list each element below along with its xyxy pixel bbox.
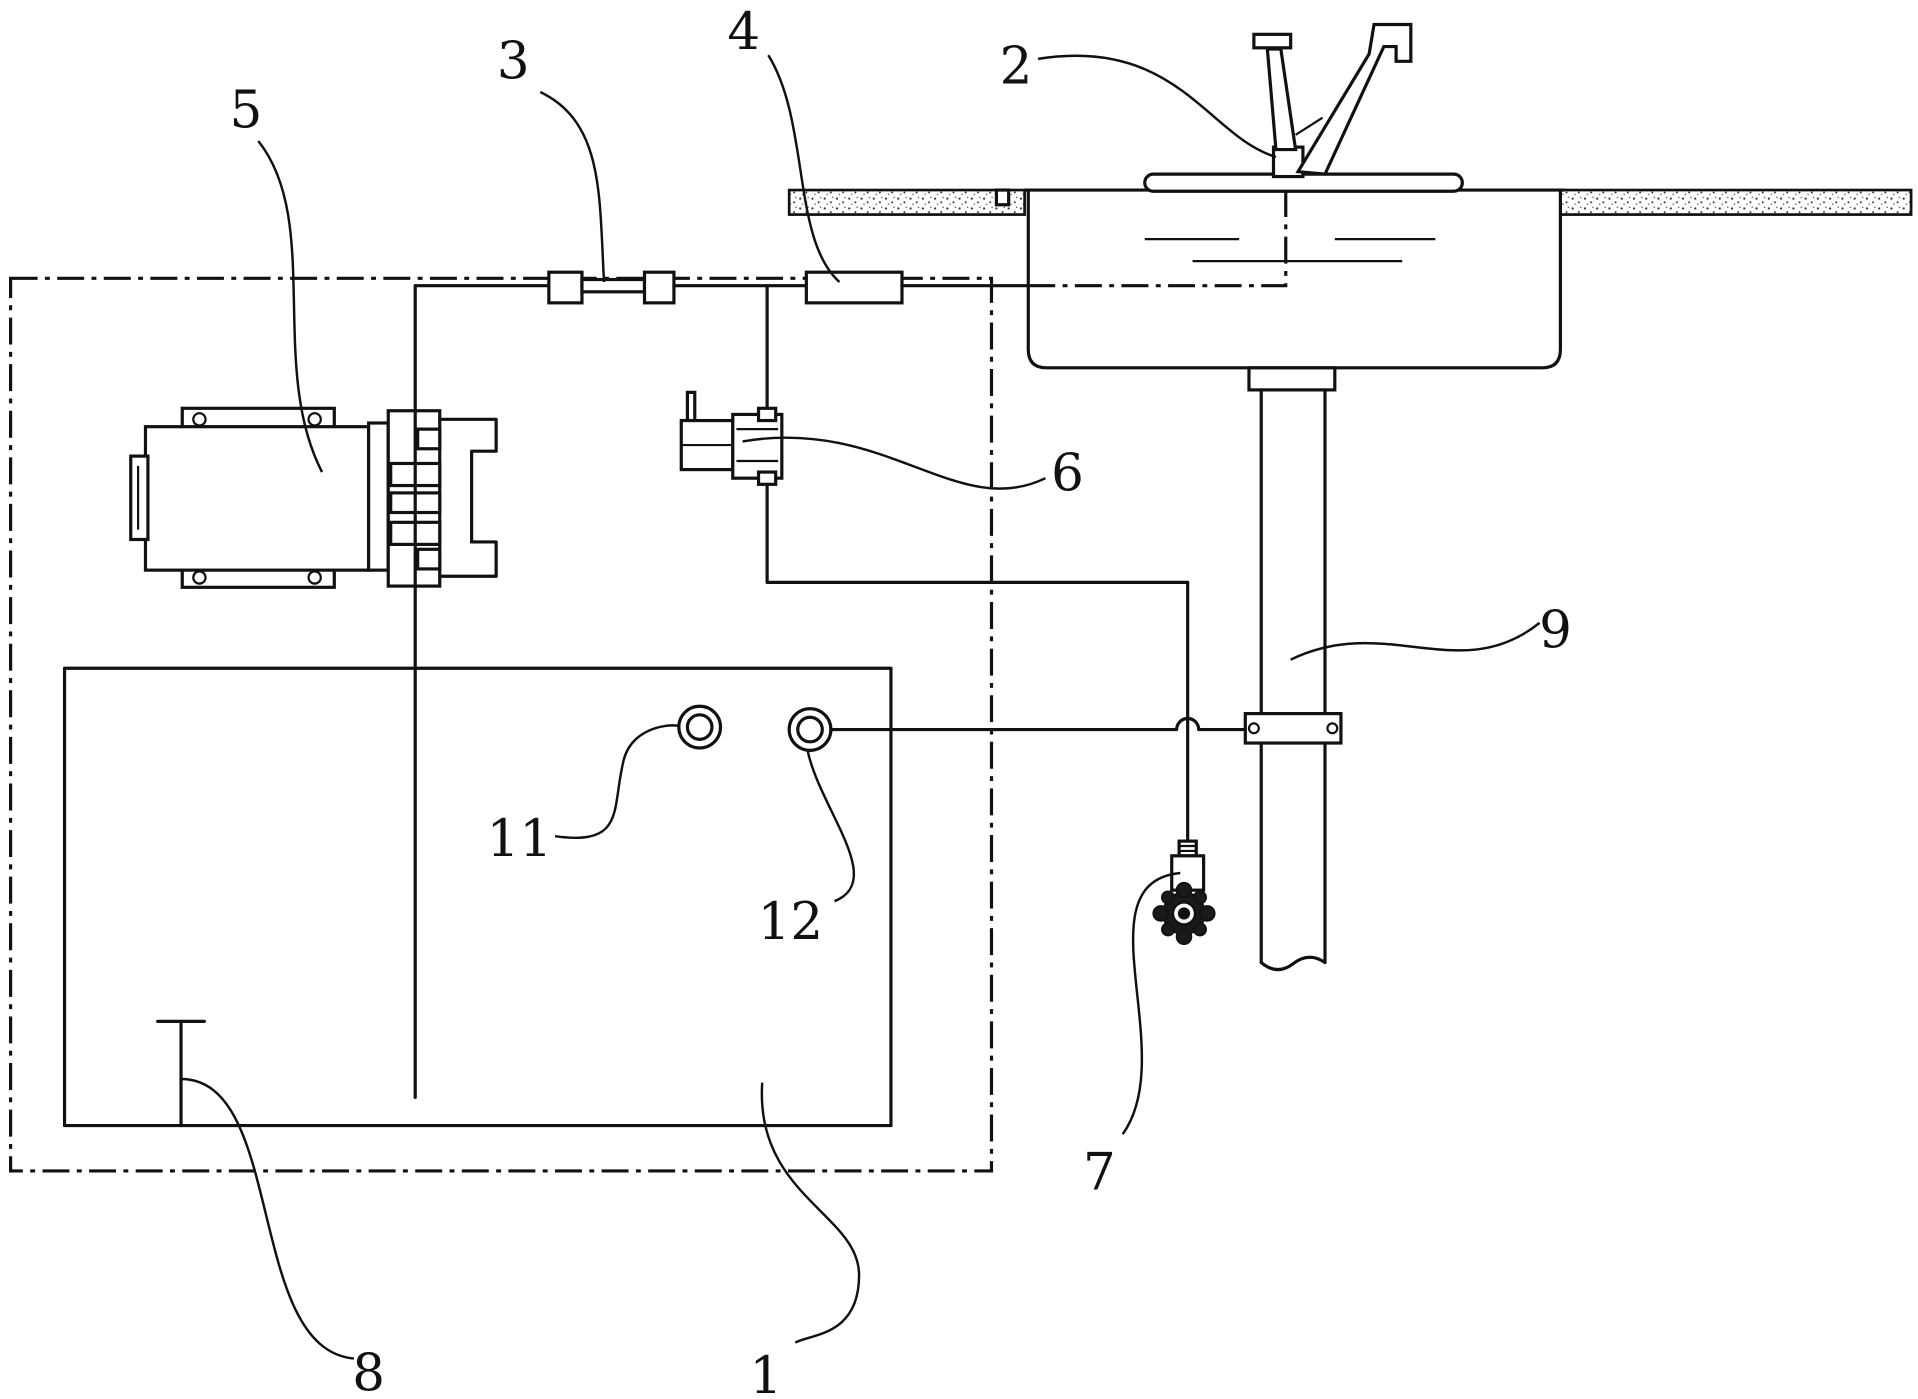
tank-port-12 (787, 707, 833, 752)
leader-line-4 (767, 54, 841, 283)
faucet-2 (1252, 22, 1413, 179)
filter-3 (547, 270, 676, 305)
leader-line-5 (257, 140, 324, 473)
pump-5 (129, 406, 498, 589)
pipe-clamp (1243, 712, 1343, 745)
part-label-1: 1 (750, 1346, 783, 1399)
part-label-9: 9 (1539, 600, 1572, 660)
solenoid-valve-6 (679, 390, 784, 486)
drain-pipe-9 (1247, 366, 1337, 972)
leader-line-11 (554, 724, 680, 839)
hand-valve-7 (1152, 839, 1216, 946)
part-label-2: 2 (1000, 36, 1033, 96)
part-label-11: 11 (487, 809, 553, 869)
part-label-5: 5 (230, 81, 263, 141)
countertop-left (787, 188, 1026, 216)
hidden-pipe-to-faucet (1028, 183, 1288, 288)
part-label-7: 7 (1083, 1142, 1116, 1202)
part-label-4: 4 (727, 2, 760, 62)
leader-line-6 (742, 436, 1046, 490)
drain-line (765, 482, 1190, 848)
tank-port-11 (677, 704, 723, 750)
cabinet-boundary (9, 276, 994, 1173)
leader-line-12 (806, 750, 856, 903)
level-gauge-8 (156, 1019, 206, 1128)
leader-line-2 (1037, 54, 1277, 159)
leader-line-3 (539, 90, 606, 283)
leader-line-8 (181, 1077, 355, 1360)
inline-component-4 (804, 270, 904, 305)
leader-line-9 (1290, 621, 1541, 661)
sink-basin (1023, 172, 1566, 370)
leader-line-7 (1121, 871, 1181, 1135)
part-label-12: 12 (758, 892, 824, 952)
overflow-hose (829, 716, 1247, 732)
leader-line-1 (760, 1082, 861, 1344)
water-tank (62, 666, 893, 1128)
part-label-3: 3 (497, 31, 530, 91)
sink-bracket (994, 188, 1011, 207)
part-label-8: 8 (352, 1343, 385, 1399)
countertop-right (1559, 188, 1913, 216)
part-label-6: 6 (1051, 443, 1084, 503)
